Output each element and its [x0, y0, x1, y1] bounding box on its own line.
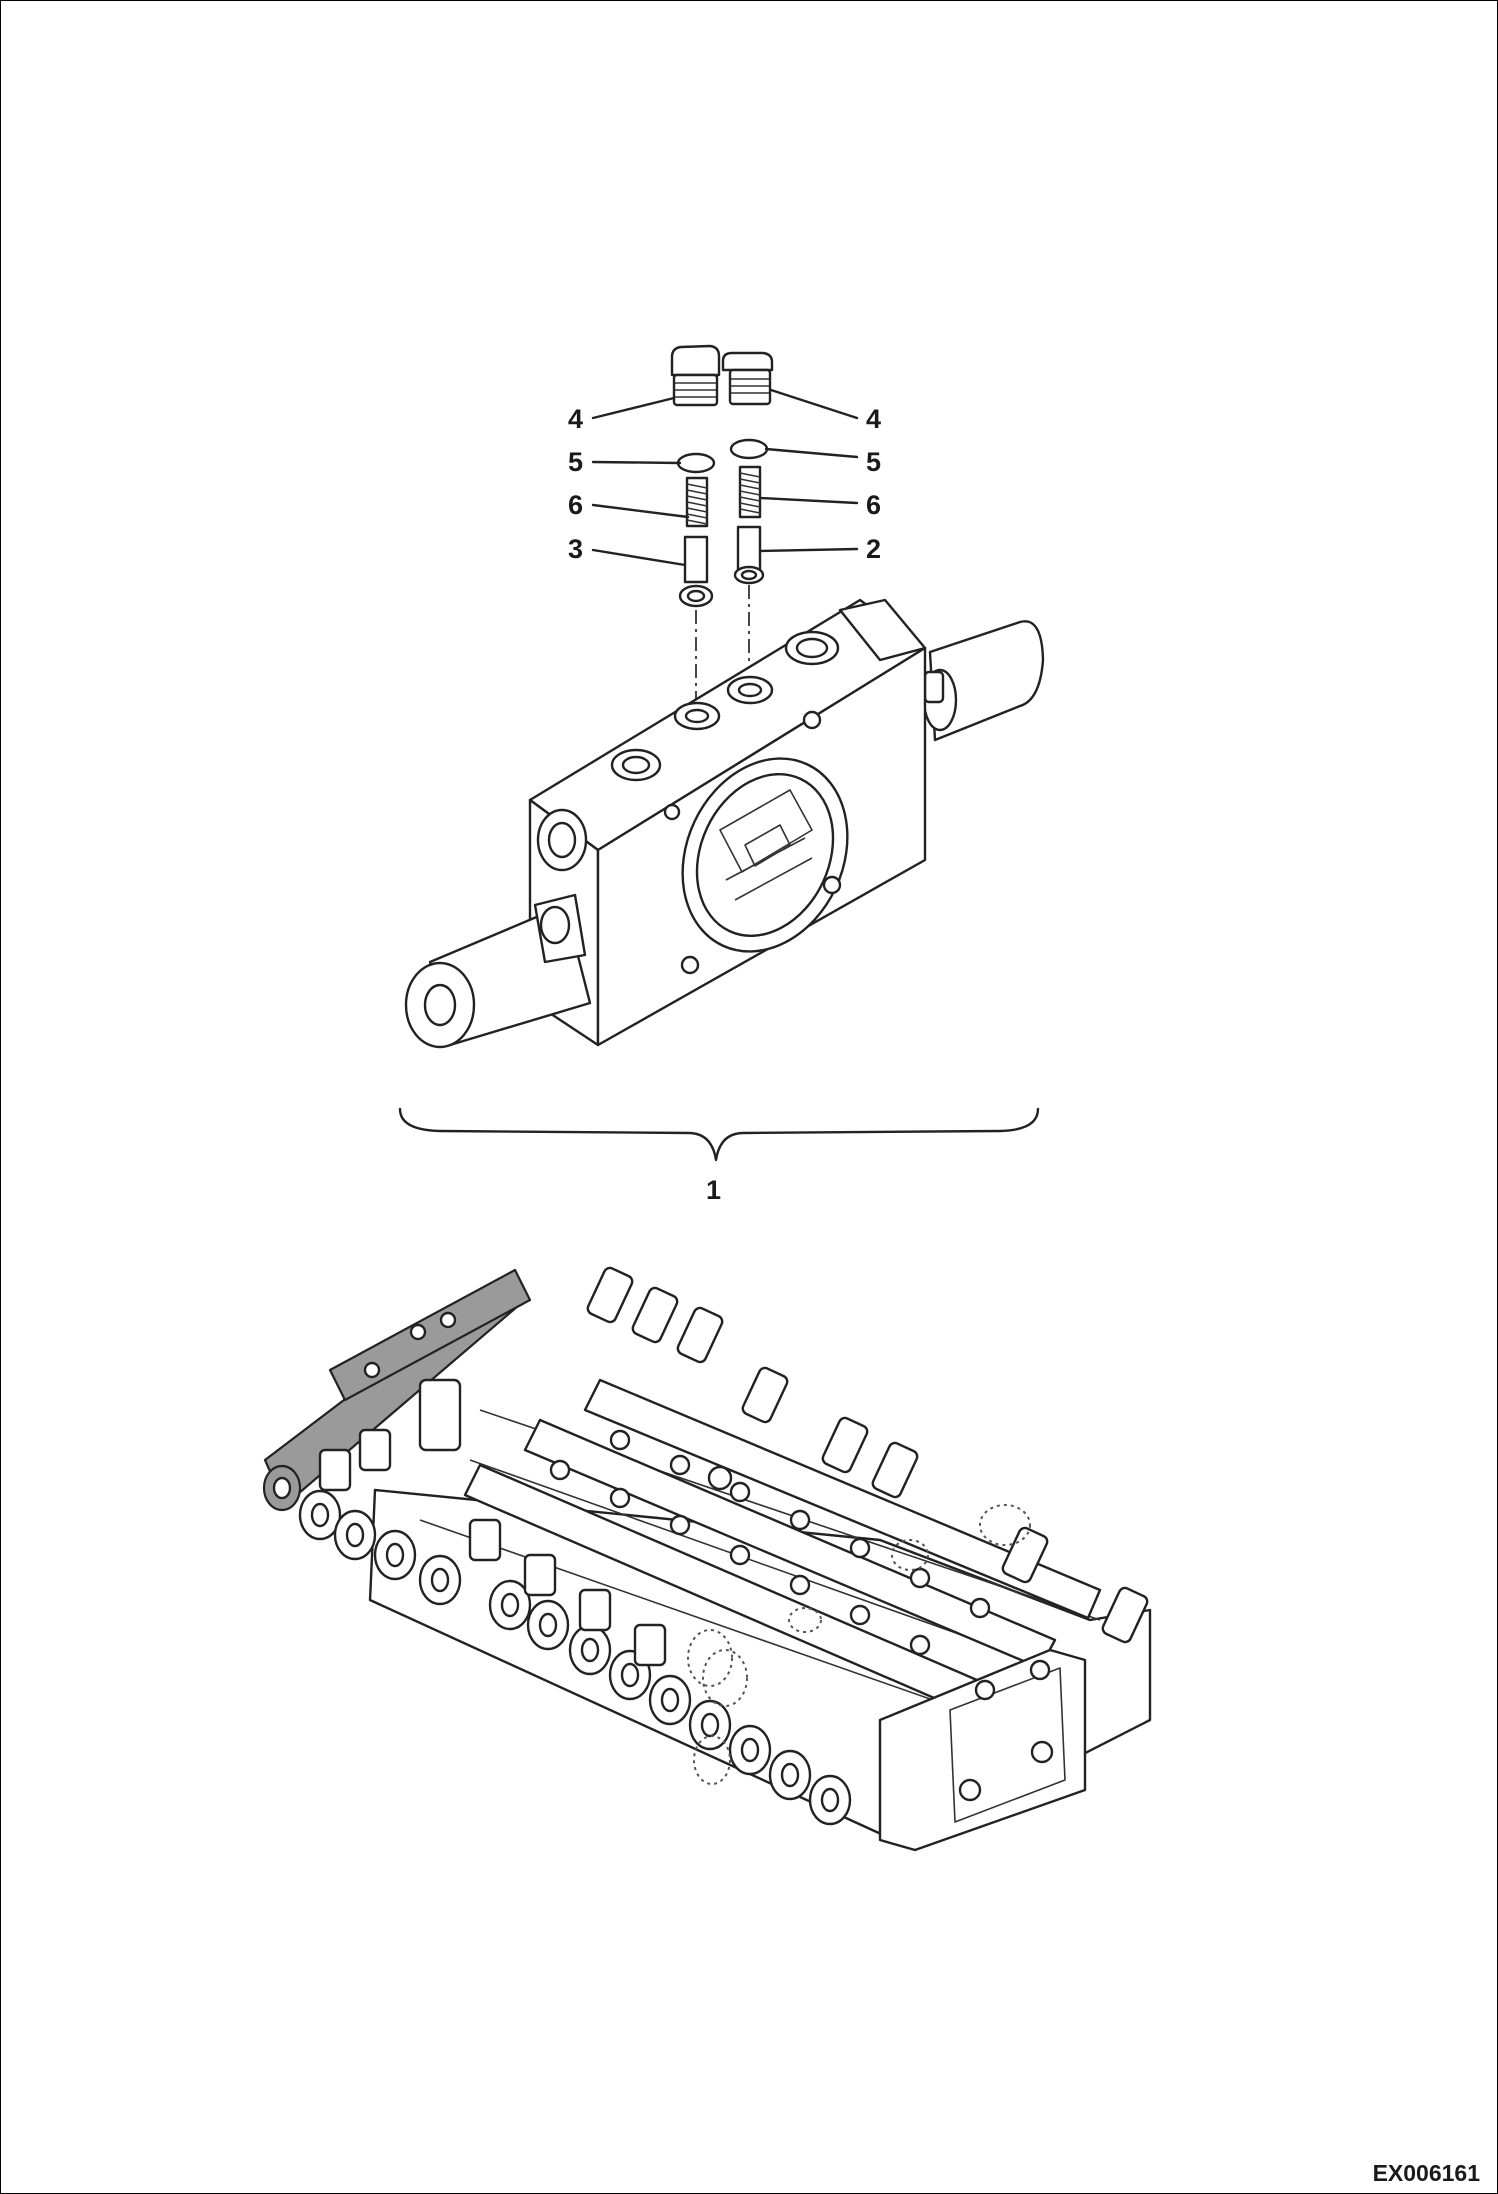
left-spring-part: [685, 476, 709, 528]
left-plug-part: [670, 344, 721, 407]
right-poppet-part: [733, 525, 765, 585]
leader-lines: [591, 388, 859, 567]
side-fittings: [318, 1378, 667, 1667]
control-valve-assembly-drawing: [262, 1266, 1152, 1852]
callout-4-left: 4: [568, 404, 583, 434]
valve-section-drawing: [404, 598, 1045, 1049]
left-oring-part: [676, 452, 716, 474]
callout-6-right: 6: [866, 490, 881, 520]
callout-4-right: 4: [866, 404, 881, 434]
callout-3-left: 3: [568, 534, 583, 564]
right-spring-part: [738, 465, 762, 519]
exploded-parts: [670, 344, 774, 700]
left-poppet-part: [678, 535, 714, 608]
callout-2-right: 2: [866, 534, 881, 564]
right-plug-part: [721, 351, 774, 406]
stripe-holes: [549, 1429, 991, 1656]
callout-6-left: 6: [568, 490, 583, 520]
callout-5-left: 5: [568, 447, 583, 477]
callout-5-right: 5: [866, 447, 881, 477]
assembly-brace: [398, 1107, 1040, 1162]
relief-valve-caps: [586, 1266, 1149, 1644]
spool-ends-left: [298, 1489, 852, 1826]
right-oring-part: [729, 438, 769, 460]
drawing-code: EX006161: [1373, 2160, 1481, 2186]
callout-1-assembly: 1: [706, 1175, 721, 1205]
